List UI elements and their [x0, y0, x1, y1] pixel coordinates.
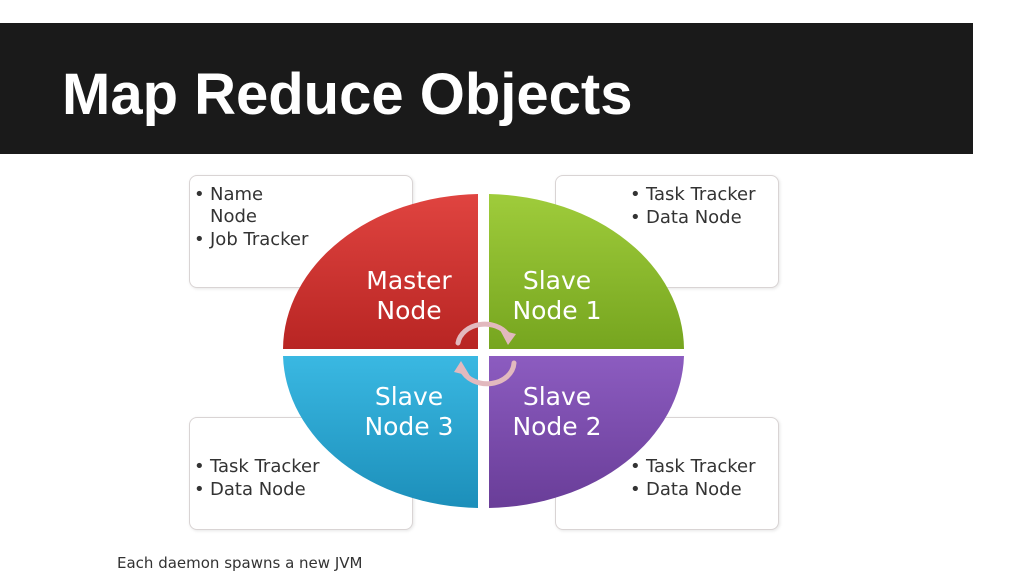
slave2-label-line2: Node 2	[512, 412, 602, 441]
slave1-label-line2: Node 1	[512, 296, 602, 325]
slave-node-1-quadrant	[489, 194, 684, 349]
slave1-box-item-data-node: Data Node	[626, 207, 778, 229]
slave2-label-line1: Slave	[522, 382, 592, 411]
slave2-box-item-data-node: Data Node	[626, 479, 778, 501]
slave3-label-line2: Node 3	[364, 412, 454, 441]
slave2-box-item-task-tracker: Task Tracker	[626, 456, 778, 478]
slave1-label-line1: Slave	[522, 266, 592, 295]
slave3-label-line1: Slave	[374, 382, 444, 411]
slide-title: Map Reduce Objects	[62, 62, 633, 127]
cycle-arrowheads	[454, 330, 516, 376]
slave1-box-item-task-tracker: Task Tracker	[626, 184, 778, 206]
master-box-item-name-node: Name Node	[190, 184, 280, 228]
master-box-item-job-tracker: Job Tracker	[190, 229, 412, 251]
master-label-line2: Node	[376, 296, 442, 325]
slave3-box-item-task-tracker: Task Tracker	[190, 456, 412, 478]
title-bar	[0, 23, 973, 154]
slave3-box-item-data-node: Data Node	[190, 479, 412, 501]
slave-node-2-quadrant	[489, 356, 684, 508]
caption: Each daemon spawns a new JVM	[117, 554, 363, 572]
master-label-line1: Master	[366, 266, 452, 295]
slave-node-1-label: Slave Node 1	[482, 266, 632, 326]
cycle-arrows-icon	[455, 321, 517, 387]
master-node-label: Master Node	[334, 266, 484, 326]
slave-node-3-label: Slave Node 3	[334, 382, 484, 442]
master-node-quadrant	[283, 194, 478, 349]
slave-node-3-quadrant	[283, 356, 478, 508]
slave-node-2-label: Slave Node 2	[482, 382, 632, 442]
